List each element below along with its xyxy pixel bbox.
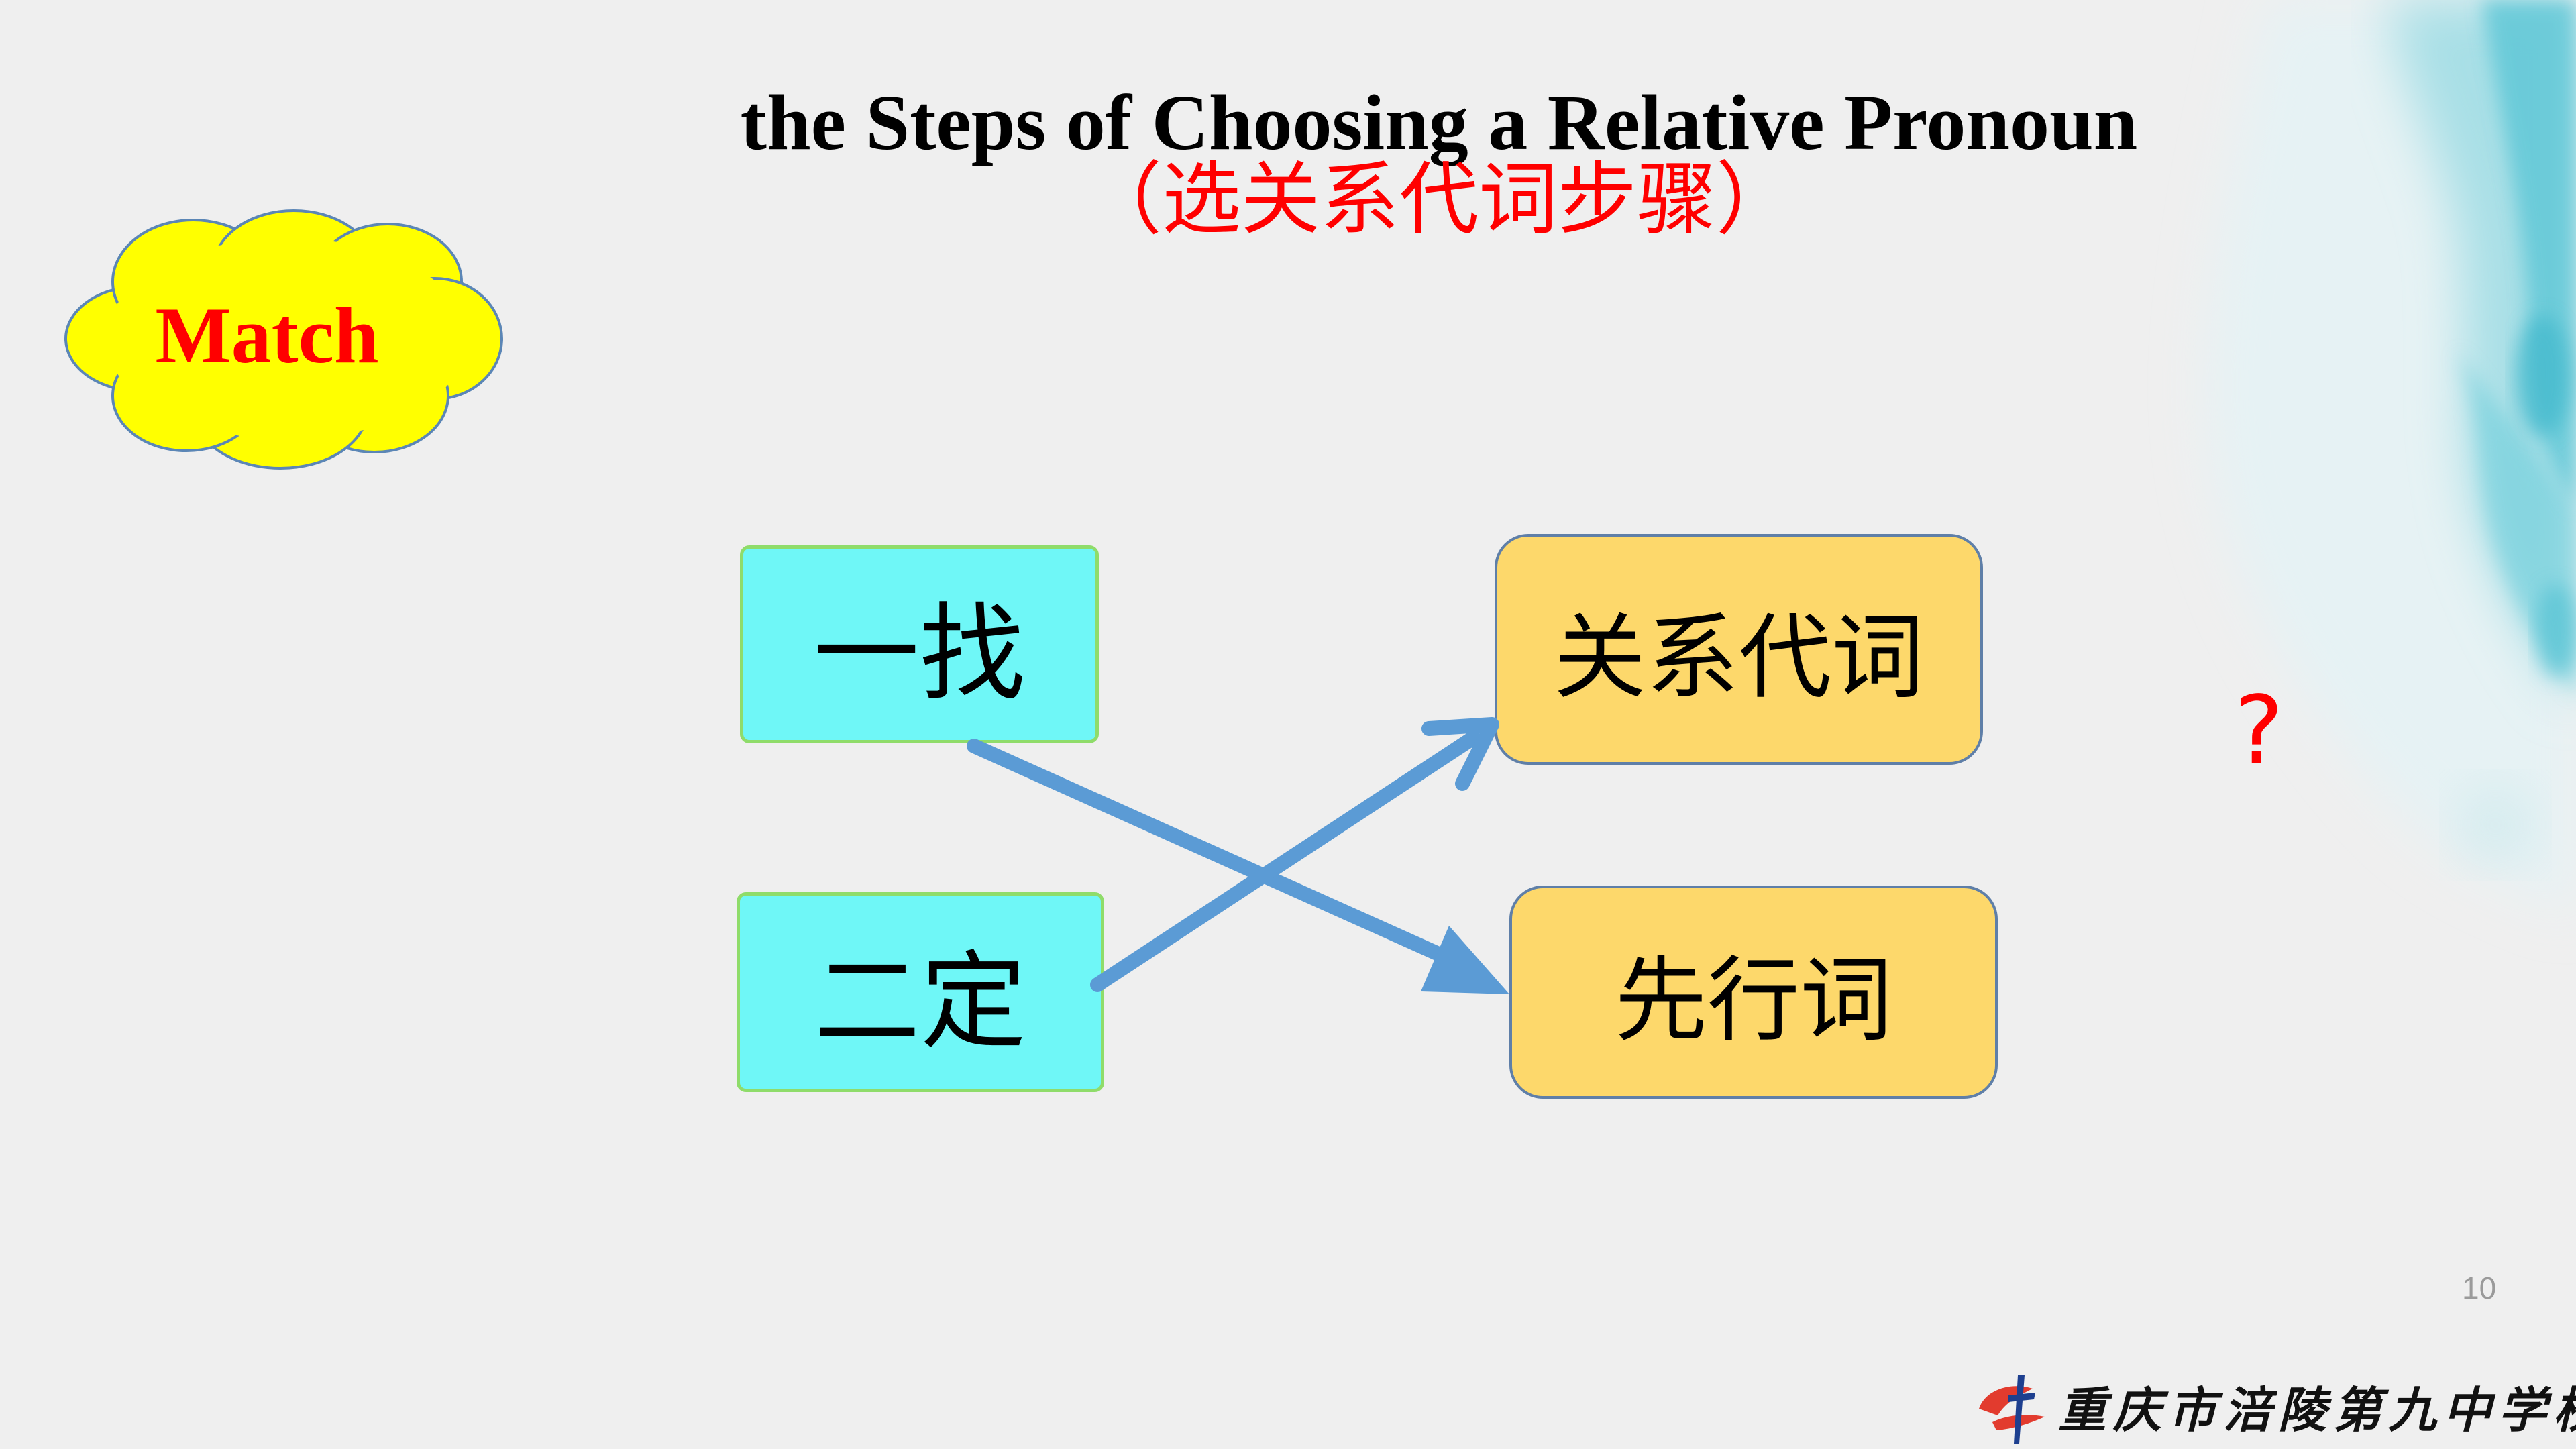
page-number: 10	[2462, 1271, 2497, 1305]
step-find-label: 一找	[813, 592, 1026, 716]
match-label: Match	[155, 290, 379, 380]
slide-title: the Steps of Choosing a Relative Pronoun	[740, 78, 2138, 166]
antecedent-box[interactable]: 先行词	[1509, 885, 1998, 1099]
question-mark: ?	[2234, 676, 2284, 786]
school-name: 重庆市涪陵第九中学校	[2058, 1381, 2576, 1438]
step-determine-box[interactable]: 二定	[737, 892, 1104, 1092]
relative-pronoun-box[interactable]: 关系代词	[1495, 534, 1983, 765]
cloud-shape	[64, 209, 503, 470]
arrow-find-to-antecedent	[967, 739, 1509, 994]
step-find-box[interactable]: 一找	[740, 545, 1099, 743]
relative-pronoun-label: 关系代词	[1553, 604, 1924, 712]
antecedent-label: 先行词	[1614, 947, 1892, 1055]
step-determine-label: 二定	[814, 940, 1026, 1064]
slide-subtitle: （选关系代词步骤）	[1082, 153, 1795, 246]
arrow-determine-to-pronoun	[1090, 717, 1499, 992]
school-logo-icon	[1979, 1375, 2045, 1444]
